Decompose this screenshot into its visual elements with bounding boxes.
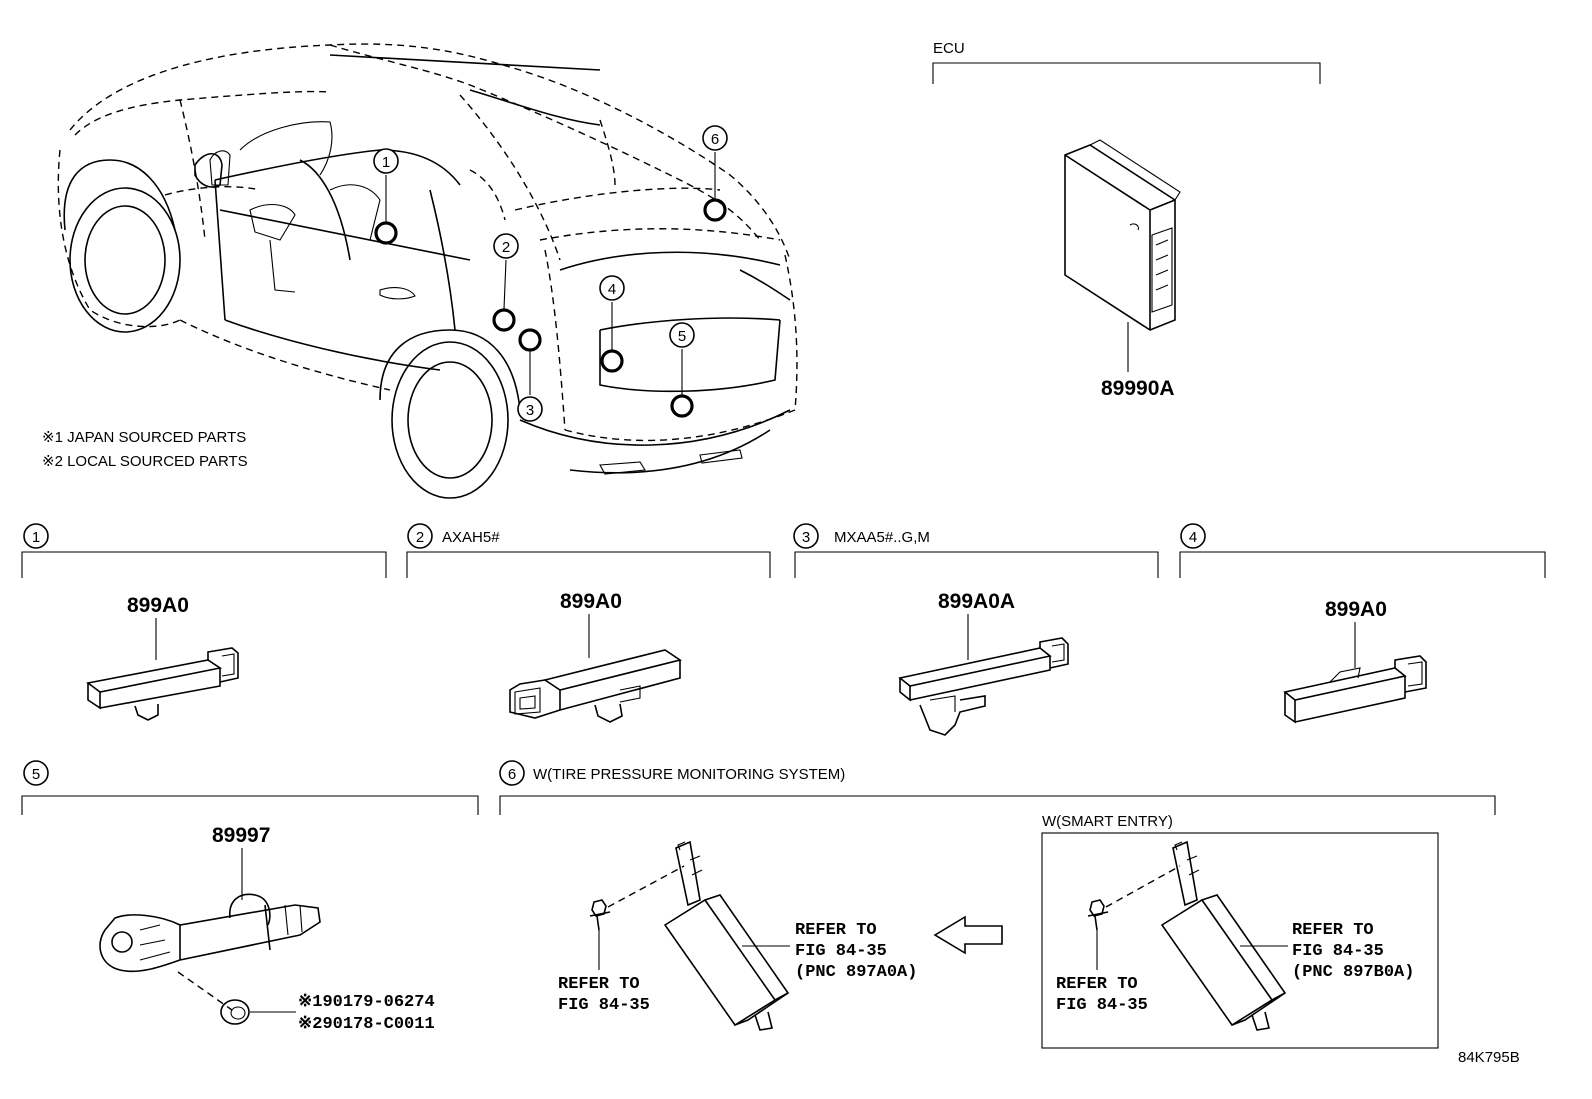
sensor-bracket-drawing bbox=[99, 893, 321, 973]
section-2: 2 AXAH5# 899A0 bbox=[406, 523, 771, 723]
section-1: 1 899A0 bbox=[21, 523, 387, 721]
svg-text:2: 2 bbox=[502, 239, 510, 256]
clip-drawing bbox=[220, 999, 250, 1025]
section-6: 6 W(TIRE PRESSURE MONITORING SYSTEM) REF… bbox=[499, 760, 1496, 1049]
tpms-ref-line-2: FIG 84-35 bbox=[795, 942, 887, 961]
ecu-group: ECU 89990A bbox=[932, 40, 1321, 400]
section-1-part-number: 899A0 bbox=[127, 594, 189, 617]
antenna-drawing-3 bbox=[898, 637, 1069, 736]
smart-entry-bolt-ref-line-1: REFER TO bbox=[1056, 975, 1138, 994]
smart-entry-bolt-drawing bbox=[1087, 899, 1109, 931]
antenna-drawing-4 bbox=[1283, 655, 1427, 724]
clip-ref-local: ※290178-C0011 bbox=[298, 1015, 435, 1034]
svg-text:5: 5 bbox=[678, 328, 686, 345]
svg-text:1: 1 bbox=[382, 154, 390, 171]
tpms-ref-line-3: (PNC 897A0A) bbox=[795, 963, 917, 982]
smart-entry-title: W(SMART ENTRY) bbox=[1042, 813, 1173, 830]
ecu-label: ECU bbox=[933, 40, 965, 57]
section-6-title: W(TIRE PRESSURE MONITORING SYSTEM) bbox=[533, 766, 845, 783]
figure-id: 84K795B bbox=[1458, 1049, 1520, 1066]
section-3: 3 MXAA5#..G,M 899A0A bbox=[793, 523, 1159, 736]
svg-text:6: 6 bbox=[508, 766, 516, 783]
callout-2: 2 bbox=[493, 233, 519, 259]
ecu-module-drawing bbox=[1064, 139, 1181, 331]
callout-6: 6 bbox=[702, 125, 728, 151]
tpms-ref-line-1: REFER TO bbox=[795, 921, 877, 940]
vehicle-illustration: 1 2 3 4 5 6 bbox=[57, 43, 798, 499]
smart-entry-box: W(SMART ENTRY) REFER TO FIG 84-35 R bbox=[1041, 813, 1439, 1049]
section-4-part-number: 899A0 bbox=[1325, 598, 1387, 621]
callout-1: 1 bbox=[373, 148, 399, 174]
bolt-drawing bbox=[589, 899, 611, 931]
section-3-part-number: 899A0A bbox=[938, 590, 1015, 613]
svg-text:1: 1 bbox=[32, 529, 40, 546]
section-4: 4 899A0 bbox=[1179, 523, 1546, 724]
clip-ref-japan: ※190179-06274 bbox=[298, 993, 435, 1012]
svg-text:5: 5 bbox=[32, 766, 40, 783]
svg-text:4: 4 bbox=[608, 281, 616, 298]
left-arrow-icon bbox=[933, 915, 1003, 955]
section-2-title: AXAH5# bbox=[442, 529, 500, 546]
smart-entry-ref-line-1: REFER TO bbox=[1292, 921, 1374, 940]
smart-entry-ref-line-2: FIG 84-35 bbox=[1292, 942, 1384, 961]
bolt-ref-line-2: FIG 84-35 bbox=[558, 996, 650, 1015]
smart-entry-receiver-drawing bbox=[1160, 840, 1287, 1031]
smart-entry-ref-line-3: (PNC 897B0A) bbox=[1292, 963, 1414, 982]
ecu-part-number: 89990A bbox=[1101, 377, 1175, 400]
svg-text:3: 3 bbox=[802, 529, 810, 546]
smart-entry-bolt-ref-line-2: FIG 84-35 bbox=[1056, 996, 1148, 1015]
svg-text:4: 4 bbox=[1189, 529, 1197, 546]
callout-3: 3 bbox=[517, 396, 543, 422]
section-5: 5 89997 ※190179-06274 ※290178-C0011 bbox=[21, 760, 479, 1034]
svg-text:2: 2 bbox=[416, 529, 424, 546]
tpms-receiver-drawing bbox=[663, 840, 790, 1031]
section-3-title: MXAA5#..G,M bbox=[834, 529, 930, 546]
note-japan-sourced: ※1 JAPAN SOURCED PARTS bbox=[42, 429, 246, 446]
svg-text:3: 3 bbox=[526, 402, 534, 419]
antenna-drawing-1 bbox=[86, 647, 239, 721]
callout-5: 5 bbox=[669, 322, 695, 348]
bolt-ref-line-1: REFER TO bbox=[558, 975, 640, 994]
section-5-part-number: 89997 bbox=[212, 824, 270, 847]
svg-text:6: 6 bbox=[711, 131, 719, 148]
section-2-part-number: 899A0 bbox=[560, 590, 622, 613]
antenna-drawing-2 bbox=[509, 649, 682, 723]
callout-4: 4 bbox=[599, 275, 625, 301]
note-local-sourced: ※2 LOCAL SOURCED PARTS bbox=[42, 453, 248, 470]
